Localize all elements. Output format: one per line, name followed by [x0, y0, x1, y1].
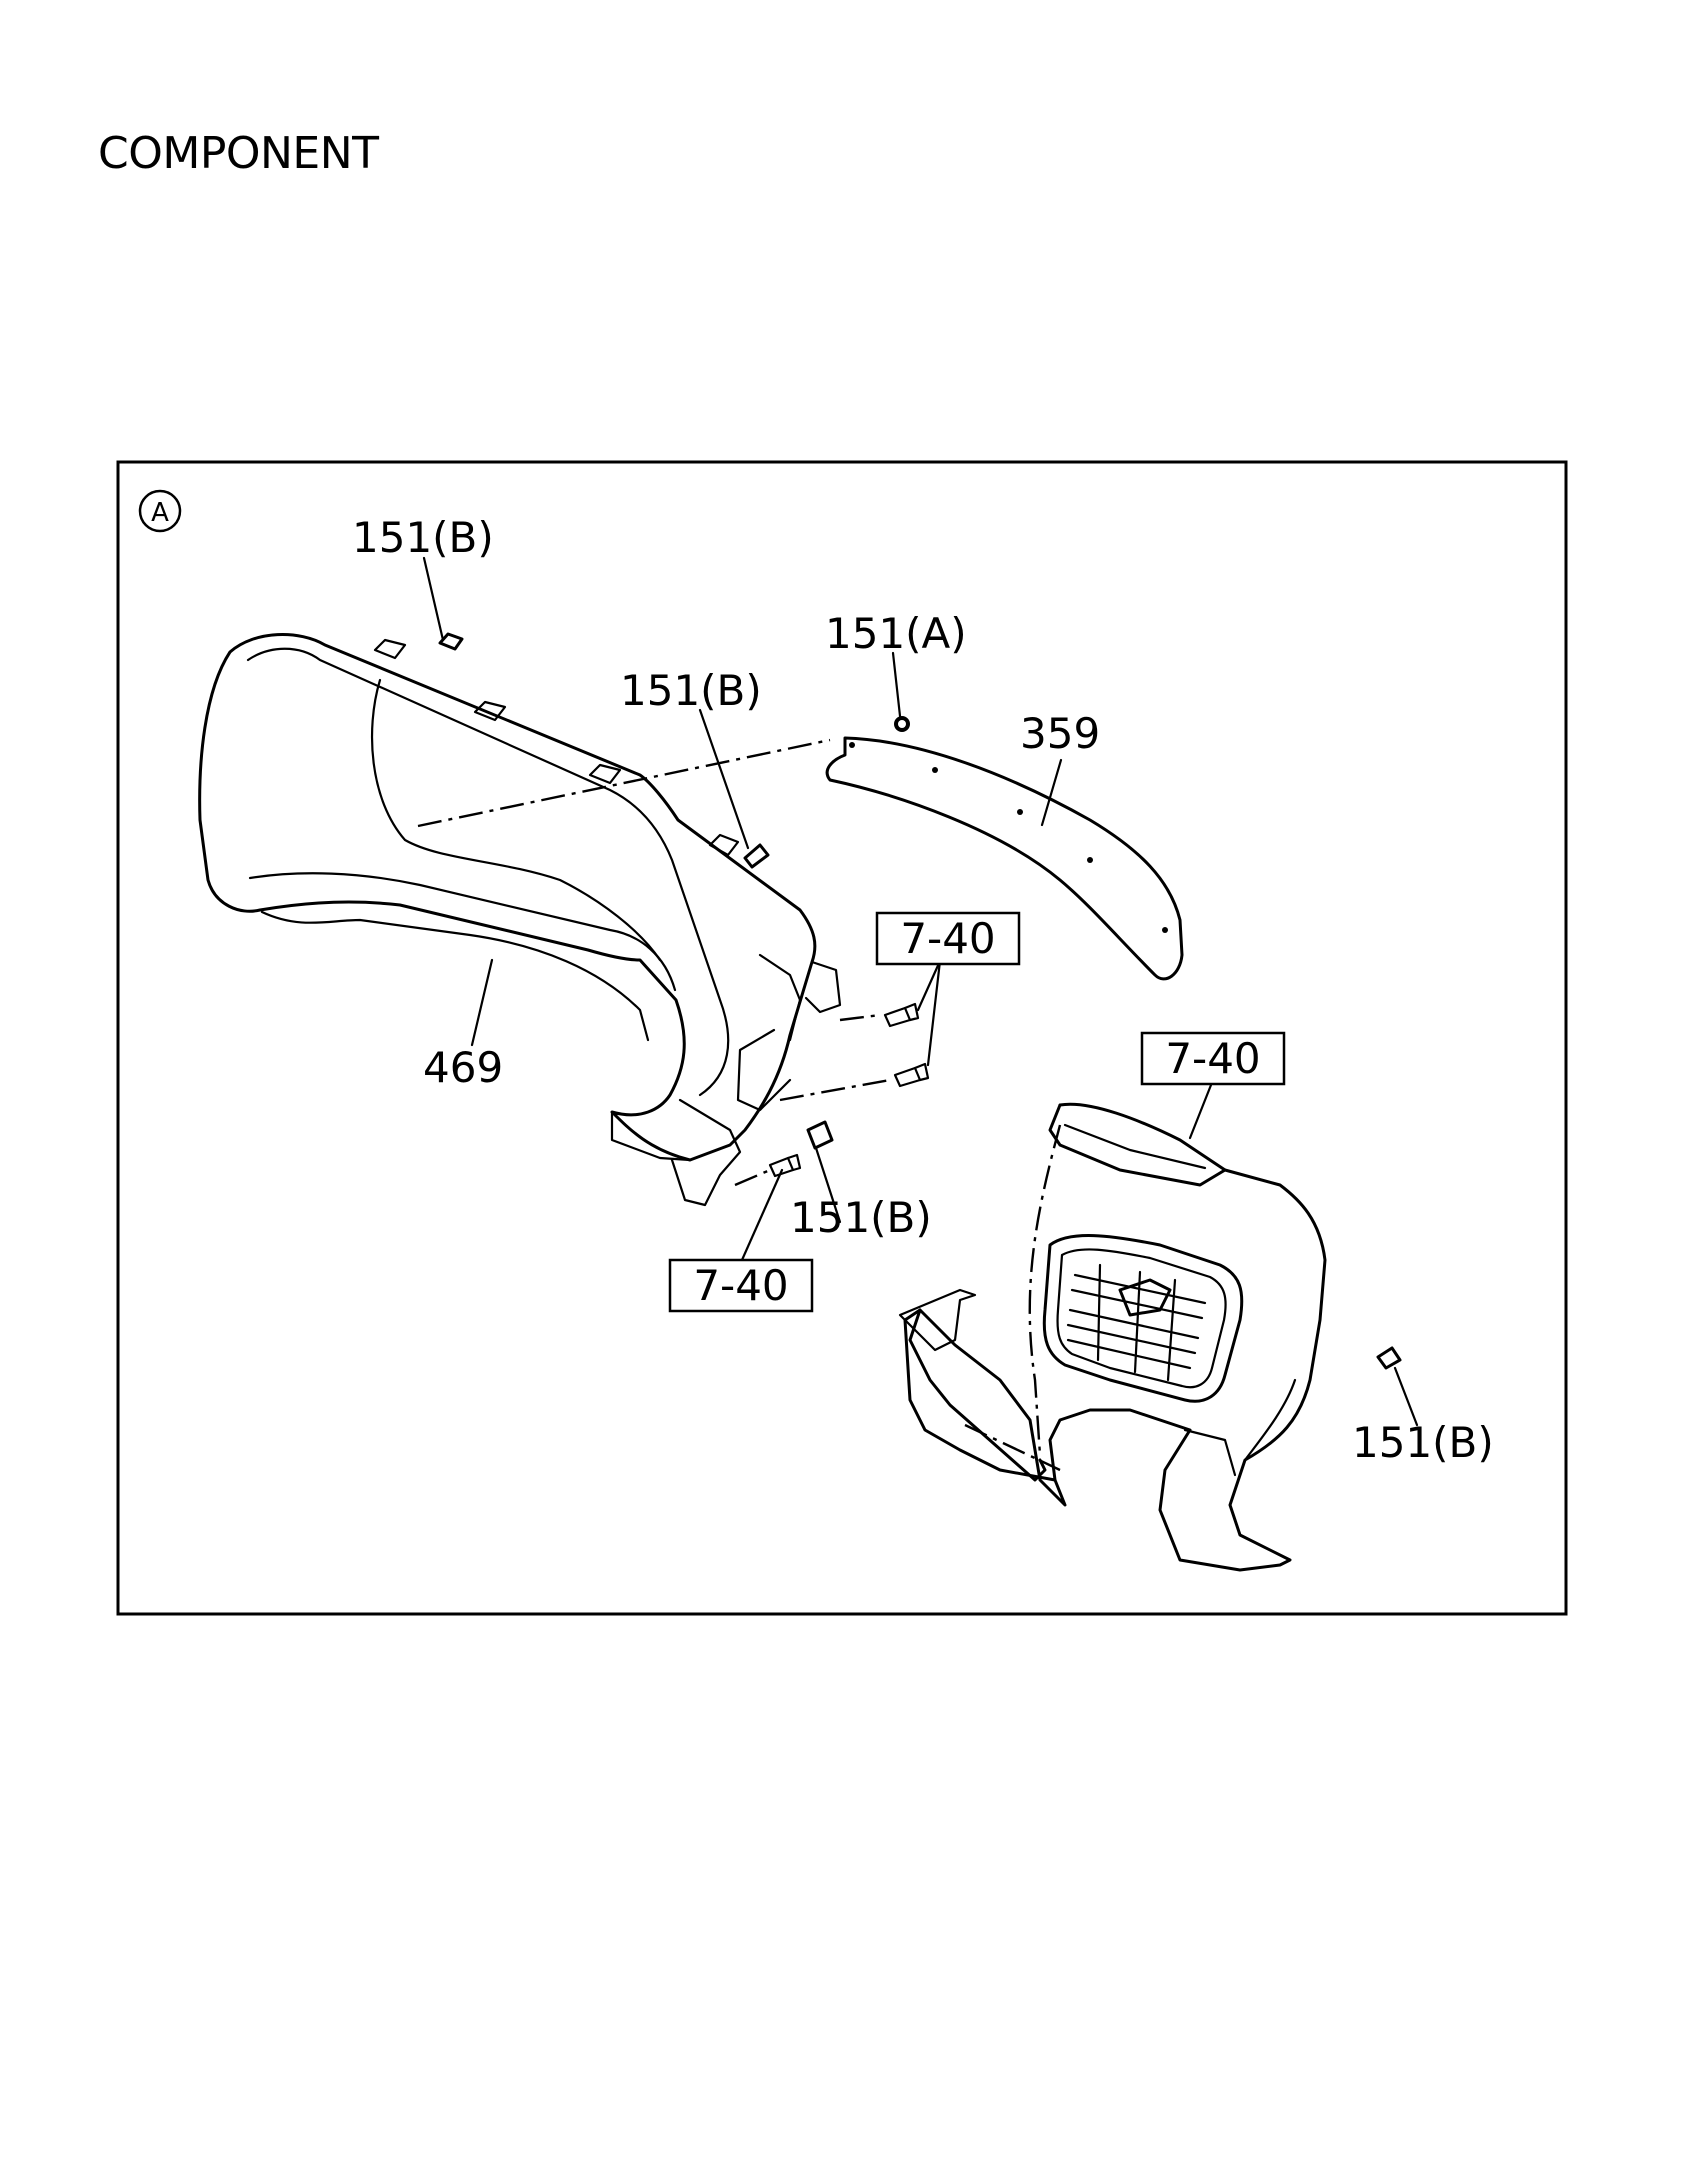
ref-box-lower-text: 7-40 [693, 1261, 788, 1310]
view-marker: A [138, 489, 182, 533]
screw-upper [883, 1002, 920, 1028]
assembly-line-screw-upper [839, 1013, 881, 1022]
clip-151b-top-shape [438, 632, 464, 651]
screw-lower [768, 1153, 802, 1178]
label-151b-top: 151(B) [352, 513, 494, 562]
ref-box-right: 7-40 [1140, 1031, 1286, 1086]
clip-151b-mid-shape [743, 843, 770, 869]
label-469: 469 [423, 1043, 503, 1092]
assembly-line-screw-middle [779, 1078, 891, 1102]
ref-box-right-text: 7-40 [1165, 1034, 1260, 1083]
assembly-line-strip [417, 738, 831, 828]
clip-151b-right-shape [1376, 1346, 1402, 1370]
clip-151b-low-shape [806, 1120, 834, 1150]
label-151b-mid: 151(B) [620, 666, 762, 715]
assembly-line-panel-lower [964, 1423, 1061, 1472]
part-469-cluster-hood [198, 633, 842, 1207]
view-marker-letter: A [151, 498, 169, 528]
part-359-trim-strip [825, 736, 1184, 981]
assembly-line-panel [1028, 1124, 1062, 1456]
ref-box-upper-text: 7-40 [900, 914, 995, 963]
screw-middle [893, 1062, 930, 1088]
clip-151a [894, 716, 910, 732]
label-151a: 151(A) [825, 609, 967, 658]
label-151b-low: 151(B) [790, 1193, 932, 1242]
part-lower-panel-with-vent [898, 1102, 1327, 1572]
diagram-frame [116, 460, 1568, 1616]
page-heading: COMPONENT [98, 128, 379, 179]
ref-box-upper: 7-40 [875, 911, 1021, 966]
label-151b-right: 151(B) [1352, 1418, 1494, 1467]
leader-lines [422, 556, 1419, 1427]
ref-box-lower: 7-40 [668, 1258, 814, 1313]
label-359: 359 [1020, 709, 1100, 758]
assembly-line-screw-lower [734, 1168, 771, 1187]
